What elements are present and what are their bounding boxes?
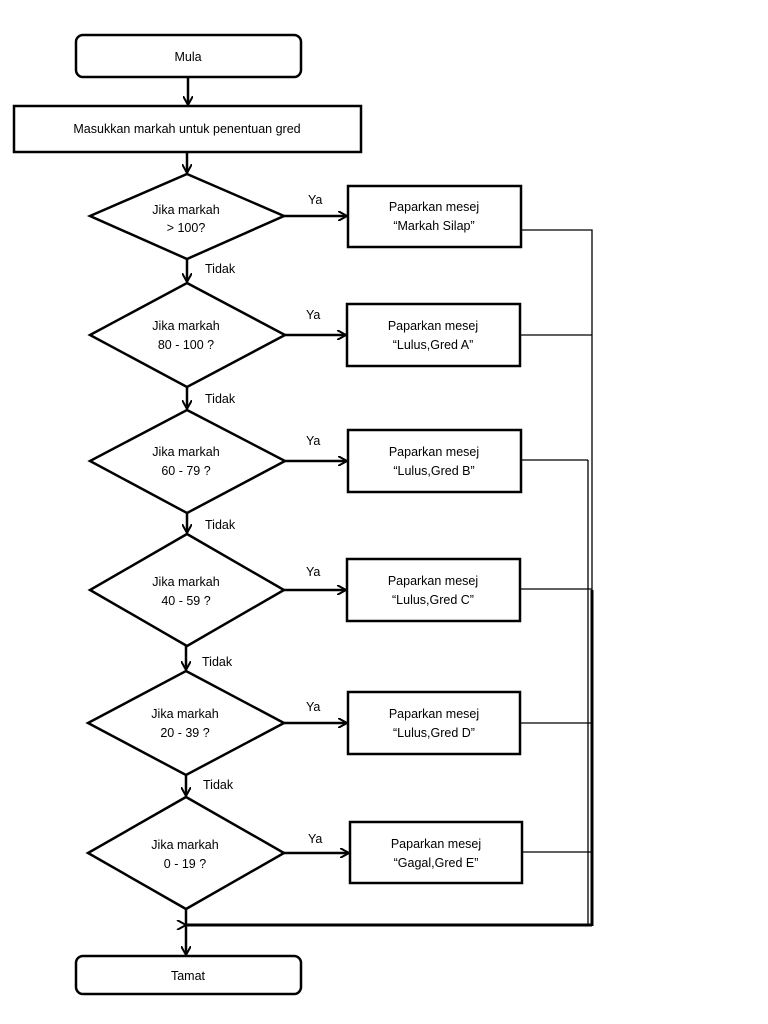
no-label-2: Tidak	[205, 392, 236, 406]
output-box-1: Paparkan mesej “Markah Silap”	[346, 184, 523, 249]
decision-4-line2: 40 - 59 ?	[161, 594, 210, 608]
decision-6-line1: Jika markah	[151, 838, 218, 852]
output-box-5: Paparkan mesej “Lulus,Gred D”	[346, 690, 522, 756]
decision-3: Jika markah 60 - 79 ?	[87, 408, 288, 515]
output-5-line2: “Lulus,Gred D”	[393, 726, 475, 740]
decision-1: Jika markah > 100?	[86, 172, 288, 261]
start-terminal: Mula	[74, 33, 303, 79]
decision-3-line2: 60 - 79 ?	[161, 464, 210, 478]
start-label: Mula	[174, 50, 201, 64]
decision-1-line1: Jika markah	[152, 203, 219, 217]
decision-5-line2: 20 - 39 ?	[160, 726, 209, 740]
decision-2: Jika markah 80 - 100 ?	[87, 281, 288, 389]
output-3-line1: Paparkan mesej	[389, 445, 479, 459]
input-process-box: Masukkan markah untuk penentuan gred	[12, 104, 363, 154]
output-1-line1: Paparkan mesej	[389, 200, 479, 214]
no-label-1: Tidak	[205, 262, 236, 276]
yes-label-1: Ya	[308, 193, 322, 207]
return-line-1	[521, 229, 593, 925]
decision-4: Jika markah 40 - 59 ?	[87, 532, 287, 648]
output-box-6: Paparkan mesej “Gagal,Gred E”	[348, 820, 524, 885]
decision-2-line1: Jika markah	[152, 319, 219, 333]
decision-2-line2: 80 - 100 ?	[158, 338, 214, 352]
output-1-line2: “Markah Silap”	[393, 219, 474, 233]
output-box-4: Paparkan mesej “Lulus,Gred C”	[345, 557, 522, 623]
decision-6: Jika markah 0 - 19 ?	[85, 795, 287, 911]
yes-label-3: Ya	[306, 434, 320, 448]
decision-1-line2: > 100?	[167, 221, 206, 235]
no-label-4: Tidak	[202, 655, 233, 669]
output-6-line2: “Gagal,Gred E”	[394, 856, 479, 870]
no-label-5: Tidak	[203, 778, 234, 792]
output-4-line1: Paparkan mesej	[388, 574, 478, 588]
yes-label-2: Ya	[306, 308, 320, 322]
input-label: Masukkan markah untuk penentuan gred	[73, 122, 300, 136]
end-label: Tamat	[171, 969, 206, 983]
output-box-2: Paparkan mesej “Lulus,Gred A”	[345, 302, 522, 368]
yes-label-6: Ya	[308, 832, 322, 846]
yes-label-4: Ya	[306, 565, 320, 579]
output-3-line2: “Lulus,Gred B”	[393, 464, 474, 478]
decision-5-line1: Jika markah	[151, 707, 218, 721]
yes-label-5: Ya	[306, 700, 320, 714]
output-6-line1: Paparkan mesej	[391, 837, 481, 851]
end-terminal: Tamat	[74, 954, 303, 996]
output-2-line2: “Lulus,Gred A”	[393, 338, 474, 352]
decision-5: Jika markah 20 - 39 ?	[85, 669, 287, 777]
output-box-3: Paparkan mesej “Lulus,Gred B”	[346, 428, 523, 494]
decision-4-line1: Jika markah	[152, 575, 219, 589]
decision-3-line1: Jika markah	[152, 445, 219, 459]
output-4-line2: “Lulus,Gred C”	[392, 593, 474, 607]
decision-6-line2: 0 - 19 ?	[164, 857, 206, 871]
return-connectors	[184, 229, 594, 926]
output-5-line1: Paparkan mesej	[389, 707, 479, 721]
no-label-3: Tidak	[205, 518, 236, 532]
output-2-line1: Paparkan mesej	[388, 319, 478, 333]
